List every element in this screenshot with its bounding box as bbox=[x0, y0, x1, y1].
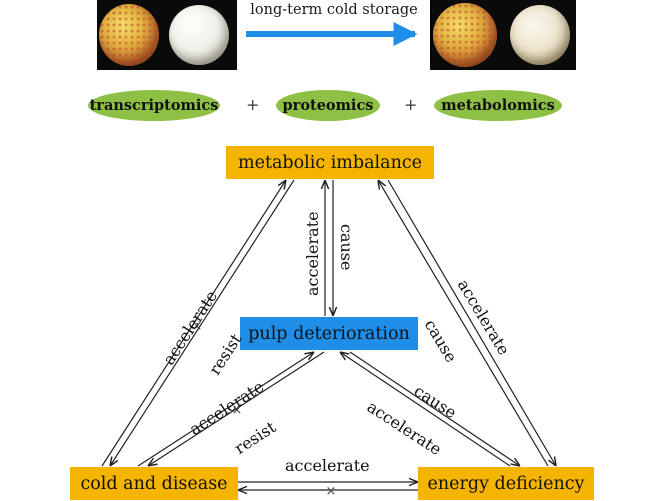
plus-sign: + bbox=[404, 95, 418, 114]
stored-lychee-photo bbox=[430, 0, 576, 70]
stored-lychee-pulp-image bbox=[510, 5, 570, 65]
inhibit-mark: × bbox=[192, 319, 203, 334]
arrow-metabolic-to-energy bbox=[387, 179, 556, 466]
arrow-energy-to-pulp bbox=[340, 352, 511, 467]
arrow-pulp-to-cold bbox=[148, 351, 325, 466]
edge-label-metabolic-to-pulp: accelerate bbox=[303, 211, 322, 296]
arrow-energy-to-metabolic bbox=[378, 180, 549, 467]
fresh-lychee-photo bbox=[97, 0, 237, 70]
omics-metabolomics: metabolomics bbox=[434, 90, 562, 121]
arrow-cold-to-pulp bbox=[137, 352, 314, 467]
edge-label-cold-to-energy: accelerate bbox=[285, 456, 370, 475]
node-energy-deficiency: energy deficiency bbox=[418, 467, 594, 500]
omics-proteomics: proteomics bbox=[276, 90, 380, 121]
arrow-cold-to-metabolic bbox=[101, 180, 286, 467]
arrow-metabolic-to-cold bbox=[110, 179, 295, 466]
lychee-peel-image bbox=[99, 4, 159, 66]
inhibit-mark: × bbox=[326, 484, 337, 499]
inhibit-mark: × bbox=[232, 403, 243, 418]
lychee-pulp-image bbox=[169, 5, 229, 65]
arrow-pulp-to-energy bbox=[349, 351, 520, 466]
omics-transcriptomics: transcriptomics bbox=[88, 90, 220, 121]
stored-lychee-peel-image bbox=[433, 3, 497, 67]
edge-label-pulp-to-metabolic: cause bbox=[337, 224, 356, 271]
node-metabolic-imbalance: metabolic imbalance bbox=[226, 146, 434, 179]
plus-sign: + bbox=[246, 95, 260, 114]
node-cold-and-disease: cold and disease bbox=[70, 467, 238, 500]
storage-label: long-term cold storage bbox=[250, 2, 418, 18]
node-pulp-deterioration: pulp deterioration bbox=[240, 317, 418, 350]
